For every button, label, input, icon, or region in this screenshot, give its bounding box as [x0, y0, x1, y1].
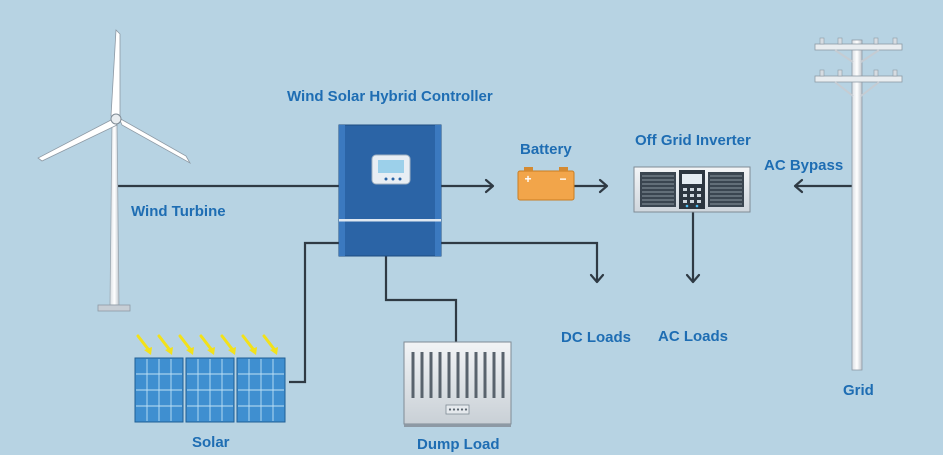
svg-text:−: −: [559, 172, 566, 186]
arrowheads: [484, 178, 804, 284]
inverter-icon: [633, 166, 751, 213]
inverter-label: Off Grid Inverter: [635, 132, 751, 149]
arrow-to-inverter: [598, 178, 609, 194]
battery-icon: + −: [517, 167, 575, 201]
solar-panel-icon: [134, 334, 286, 423]
dump-load-icon: [403, 341, 512, 427]
wire-controller-dc-loads: [441, 241, 599, 282]
wind-turbine-label: Wind Turbine: [131, 203, 226, 220]
utility-pole-icon: [814, 37, 903, 371]
battery-label: Battery: [520, 141, 572, 158]
grid-label: Grid: [843, 382, 874, 399]
ac-loads-label: AC Loads: [658, 328, 729, 345]
dc-loads-label: DC Loads: [561, 329, 632, 346]
wire-controller-dump-load: [384, 256, 458, 342]
arrow-to-dc-loads: [589, 273, 605, 284]
wire-controller-solar: [289, 241, 339, 384]
arrow-to-ac-loads: [685, 273, 701, 284]
arrow-grid-to-inverter: [793, 178, 804, 194]
solar-label: Solar: [192, 434, 230, 451]
wind-turbine-icon: [37, 29, 192, 312]
hybrid-controller-icon: [338, 124, 442, 257]
controller-label: Wind Solar Hybrid Controller: [287, 88, 493, 105]
sun-rays: [136, 334, 276, 351]
arrow-to-battery: [484, 178, 495, 194]
svg-text:+: +: [524, 172, 531, 186]
wiring: [116, 184, 855, 384]
dump-load-label: Dump Load: [417, 436, 500, 453]
ac-bypass-label: AC Bypass: [764, 157, 844, 174]
